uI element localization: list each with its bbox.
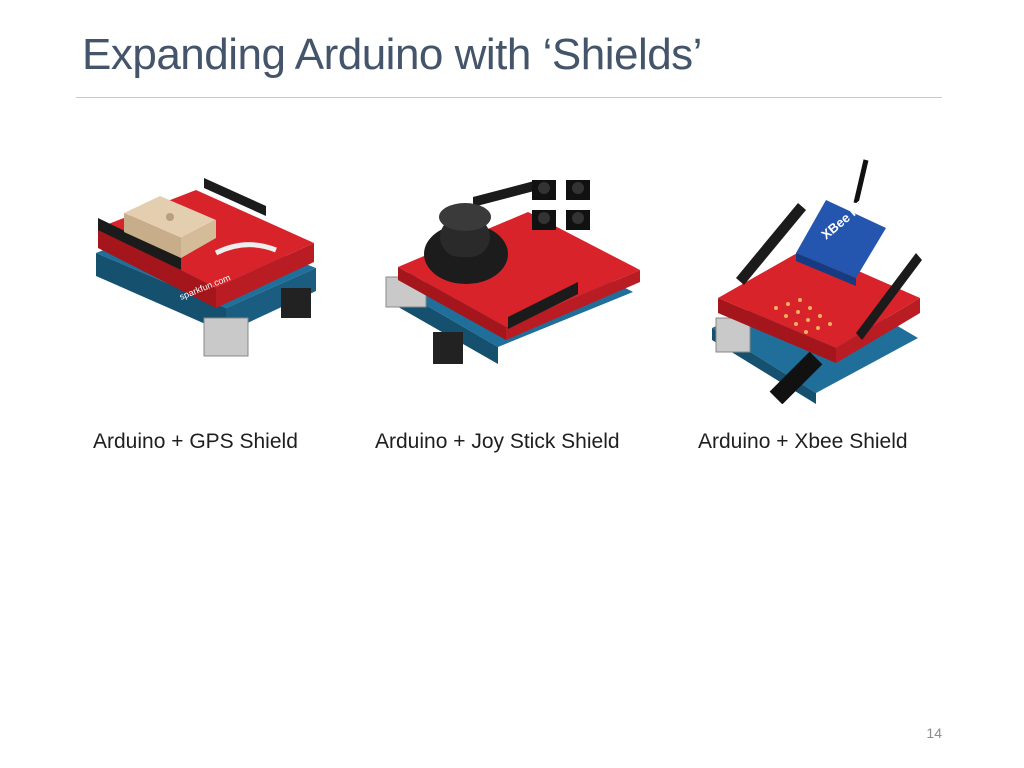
title-divider bbox=[76, 97, 942, 98]
page-number: 14 bbox=[926, 725, 942, 741]
gps-shield-photo: sparkfun.com bbox=[86, 158, 322, 378]
xbee-shield-caption: Arduino + Xbee Shield bbox=[698, 430, 908, 453]
gps-shield-caption: Arduino + GPS Shield bbox=[93, 430, 298, 453]
joystick-shield-photo: sparkfun.com bbox=[378, 172, 644, 372]
slide-title: Expanding Arduino with ‘Shields’ bbox=[82, 30, 702, 79]
board-label: sparkfun.com bbox=[596, 210, 644, 246]
joystick-shield-caption: Arduino + Joy Stick Shield bbox=[375, 430, 620, 453]
xbee-shield-photo: XBee PRO bbox=[706, 158, 924, 404]
